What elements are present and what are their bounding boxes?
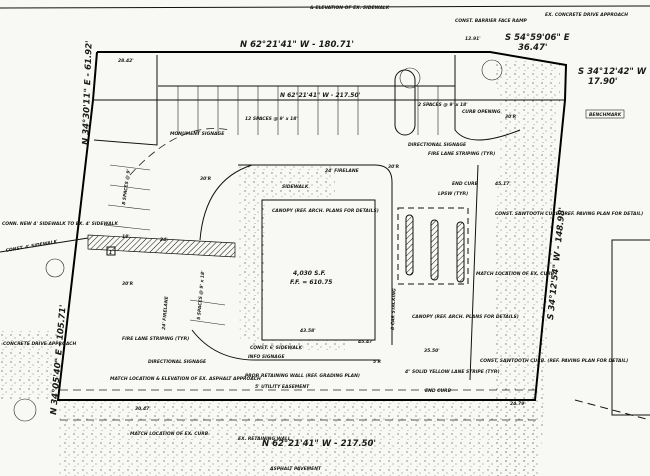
- dim-30-47: 30.47': [135, 406, 151, 412]
- south-bearing: N 62°21'41" W - 217.50': [262, 439, 376, 449]
- note-parking12: 12 SPACES @ 9' x 18': [245, 116, 298, 122]
- note-sawtooth-bottom: CONST. SAWTOOTH CURB. (REF. PAVING PLAN …: [480, 358, 628, 364]
- east-curb: [454, 55, 521, 141]
- note-concrete-drive-sw: CONCRETE DRIVE APPROACH: [3, 341, 76, 347]
- east-sidewalk-stipple: [490, 60, 560, 476]
- dim-45-17: 45.17': [495, 181, 511, 187]
- building-sidewalk-stipple: [238, 165, 335, 340]
- building: [261, 199, 376, 341]
- note-fire-striping-top: FIRE LANE STRIPING (TYP.): [428, 151, 495, 157]
- note-firelane-left: 24' FIRELANE: [161, 295, 170, 330]
- note-asphalt-pavement: ASPHALT PAVEMENT: [269, 466, 322, 472]
- note-concrete-drive: EX. CONCRETE DRIVE APPROACH: [545, 12, 628, 18]
- note-barrier-ramp: CONST. BARRIER FACE RAMP: [455, 18, 528, 24]
- note-sidewalk: SIDEWALK: [282, 184, 309, 190]
- east-short-bearing: S 34°12'42" W: [578, 67, 647, 77]
- ne-bearing: S 54°59'06" E: [505, 33, 570, 43]
- tree-icons: [13, 59, 503, 422]
- landscape-island: [394, 69, 416, 136]
- monument-island: [93, 55, 158, 146]
- note-firelane-top: 24' FIRELANE: [325, 168, 360, 174]
- row-bearing: N 62°21'41" W - 217.50': [280, 92, 361, 99]
- south-curb: [191, 329, 380, 361]
- note-match-curb-bottom: MATCH LOCATION OF EX. CURB: [130, 431, 209, 437]
- north-bearing: N 62°21'41" W - 180.71': [240, 40, 354, 50]
- note-new-sidewalk: CONN. NEW 4' SIDEWALK TO EX. 4' SIDEWALK: [2, 221, 119, 227]
- note-end-curb-top: END CURB: [452, 181, 479, 187]
- note-directional-bottom: DIRECTIONAL SIGNAGE: [148, 359, 207, 365]
- keynote-1: 1: [109, 250, 112, 256]
- parking-stalls: [103, 86, 439, 326]
- building-pad-outline: [238, 164, 393, 345]
- fuel-pump-islands: [405, 214, 465, 283]
- note-elevation-sidewalk: & ELEVATION OF EX. SIDEWALK: [310, 5, 390, 11]
- south-row-stipple: [58, 400, 538, 476]
- dim-24-79: 24.79': [510, 401, 526, 407]
- dim-35-50: 35.50': [424, 348, 440, 354]
- west-upper-bearing: N 34°30'11" E - 61.92': [81, 40, 95, 145]
- canopy: [397, 207, 469, 285]
- finished-floor: F.F. = 610.75: [290, 279, 332, 286]
- keynote-box: [106, 246, 116, 256]
- east-drive-curb: [469, 164, 479, 381]
- building-width: 43.58': [300, 328, 316, 334]
- dim-30r-3: 30'R: [122, 281, 134, 287]
- note-retaining: PROP. RETAINING WALL (REF. GRADING PLAN): [245, 373, 360, 379]
- note-directional-top: DIRECTIONAL SIGNAGE: [408, 142, 467, 148]
- ne-distance: 36.47': [518, 43, 548, 53]
- dim-24: 24': [160, 237, 168, 243]
- note-const-sidewalk: CONST. 4' SIDEWALK: [5, 239, 58, 254]
- dim-30r-2: 30'R: [505, 114, 517, 120]
- note-lpsw: LPSW (TYP.): [438, 191, 468, 197]
- note-spaces2: 2 SPACES @ 9' x 18': [418, 102, 468, 108]
- dim-5r: 5'R: [373, 359, 382, 365]
- note-benchmark: BENCHMARK: [589, 112, 622, 118]
- adjacent-building: [611, 239, 650, 416]
- property-boundary: [56, 51, 568, 401]
- sheet-border: [0, 5, 650, 9]
- crosswalk-sidewalk: [87, 234, 236, 258]
- note-fire-striping-bottom: FIRE LANE STRIPING (TYP.): [122, 336, 189, 342]
- note-match-asphalt: MATCH LOCATION & ELEVATION OF EX. ASPHAL…: [110, 376, 261, 382]
- dim-30r-4: 30'R: [388, 164, 400, 170]
- note-stacking: 8 CAR STACKING: [390, 288, 397, 330]
- dim-45-47: 45.47': [358, 339, 374, 345]
- note-info-signage: INFO SIGNAGE: [248, 354, 285, 360]
- note-canopy-bottom: CANOPY (REF. ARCH. PLANS FOR DETAILS): [412, 314, 519, 320]
- drive-aisle-dash: [129, 128, 231, 176]
- note-const-sidewalk-bottom: CONST. 6' SIDEWALK: [250, 345, 303, 351]
- building-area: 4,030 S.F.: [293, 270, 326, 277]
- dim-18: 18': [122, 234, 130, 240]
- dim-30r-1: 30'R: [200, 176, 212, 182]
- front-sidewalk-stipple: [250, 340, 345, 350]
- dim-12-91: 12.91': [465, 36, 481, 42]
- benchmark-box: [585, 109, 625, 119]
- note-canopy-top: CANOPY (REF. ARCH. PLANS FOR DETAILS): [272, 208, 379, 214]
- note-curb-opening: CURB OPENING: [462, 109, 501, 115]
- note-match-curb-right: MATCH LOCATION OF EX. CURB: [476, 271, 555, 277]
- note-ex-retaining: EX. RETAINING WALL: [238, 436, 291, 442]
- west-drive-stipple: [0, 330, 60, 400]
- note-spaces5: 5 SPACES @ 9' x 18': [196, 270, 206, 320]
- note-util-easement: 5' UTILITY EASEMENT: [255, 384, 310, 390]
- note-spaces8: 8 SPACES @ 9': [121, 169, 132, 205]
- note-end-curb-bottom: END CURB: [425, 388, 452, 394]
- note-monument: MONUMENT SIGNAGE: [170, 131, 225, 137]
- const-sidewalk-line: [0, 237, 89, 253]
- east-short-distance: 17.90': [588, 77, 618, 87]
- dim-28-42: 28.42': [118, 58, 134, 64]
- note-yellow-stripe: 4" SOLID YELLOW LANE STRIPE (TYP.): [405, 369, 500, 375]
- northwest-radius: [199, 164, 253, 241]
- note-sawtooth-top: CONST. SAWTOOTH CURB. (REF. PAVING PLAN …: [495, 211, 643, 217]
